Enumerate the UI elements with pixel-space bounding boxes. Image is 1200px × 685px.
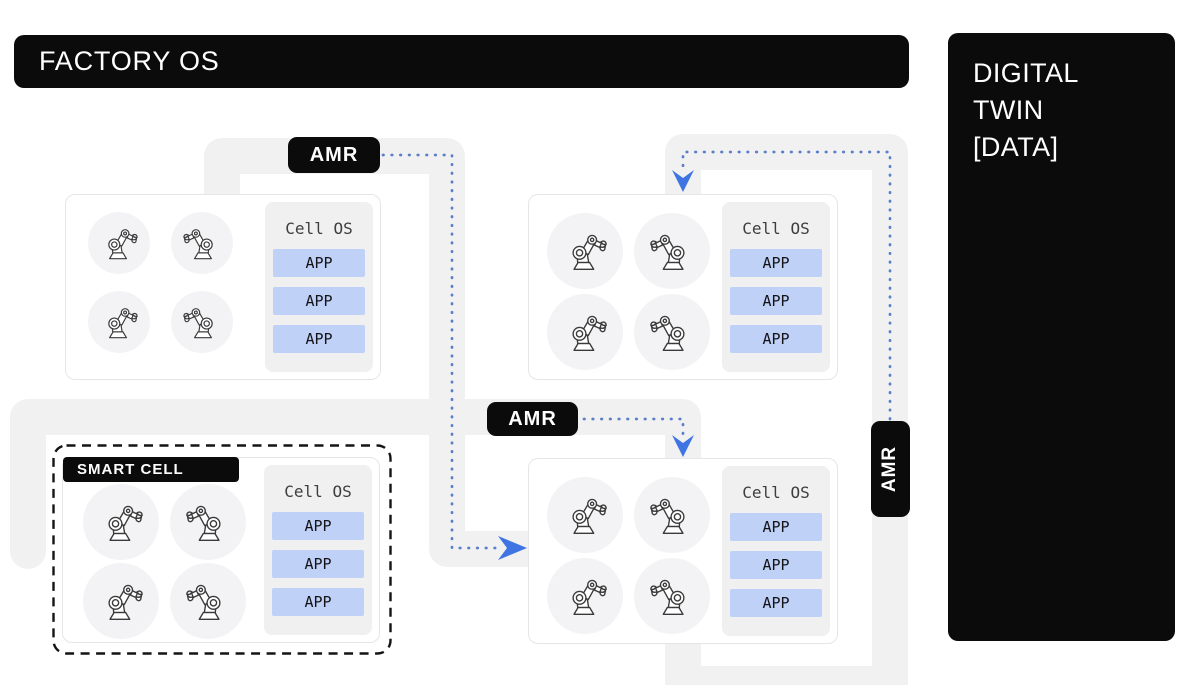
robot-arm-icon bbox=[99, 580, 143, 622]
robot-arm-icon bbox=[563, 230, 607, 272]
app-chip: APP bbox=[273, 287, 365, 315]
robot-slot bbox=[547, 477, 623, 553]
app-chip: APP bbox=[730, 513, 822, 541]
robot-slot bbox=[170, 563, 246, 639]
robot-arm-icon bbox=[186, 501, 230, 543]
robot-slot bbox=[88, 291, 150, 353]
robot-slot bbox=[171, 212, 233, 274]
app-chip: APP bbox=[730, 287, 822, 315]
robot-slot bbox=[634, 213, 710, 289]
cell-os-label: Cell OS bbox=[285, 219, 353, 238]
road-left-loop bbox=[204, 138, 551, 567]
robot-slot bbox=[547, 294, 623, 370]
amr-badge-label: AMR bbox=[309, 143, 359, 166]
cell-os-panel: Cell OS APP APP APP bbox=[722, 466, 830, 636]
smart-cell-outline bbox=[52, 444, 392, 655]
cell-os-panel: Cell OS APP APP APP bbox=[722, 202, 830, 372]
robot-arm-icon bbox=[99, 501, 143, 543]
app-chip: APP bbox=[730, 551, 822, 579]
app-chip: APP bbox=[273, 249, 365, 277]
amr-badge-label: AMR bbox=[508, 407, 557, 430]
amr-badge-middle: AMR bbox=[487, 402, 578, 436]
robot-slot bbox=[634, 294, 710, 370]
robot-slot bbox=[88, 212, 150, 274]
robot-arm-icon bbox=[563, 311, 607, 353]
app-chip: APP bbox=[730, 589, 822, 617]
robot-arm-icon bbox=[650, 230, 694, 272]
smart-cell-label: SMART CELL bbox=[77, 461, 184, 478]
cell-os-panel: Cell OS APP APP APP bbox=[264, 465, 372, 635]
cell-box-bottom-middle: Cell OS APP APP APP bbox=[528, 458, 838, 644]
robot-arm-icon bbox=[650, 311, 694, 353]
robot-slot bbox=[547, 213, 623, 289]
smart-cell-badge: SMART CELL bbox=[63, 457, 239, 482]
robot-arm-icon bbox=[183, 225, 221, 261]
factory-os-title-bar: FACTORY OS bbox=[14, 35, 909, 88]
robot-arm-icon bbox=[563, 575, 607, 617]
flow-arrow-icon bbox=[672, 435, 694, 457]
flow-arrow-icon bbox=[672, 170, 694, 192]
cell-os-label: Cell OS bbox=[742, 219, 810, 238]
robot-slot bbox=[634, 477, 710, 553]
cell-os-label: Cell OS bbox=[742, 483, 810, 502]
robot-slot bbox=[170, 484, 246, 560]
robot-slot bbox=[171, 291, 233, 353]
amr-badge-top: AMR bbox=[288, 137, 380, 173]
robot-slot bbox=[83, 484, 159, 560]
amr-badge-label: AMR bbox=[879, 445, 901, 493]
app-chip: APP bbox=[273, 325, 365, 353]
cell-box-top-left: Cell OS APP APP APP bbox=[65, 194, 381, 380]
robot-arm-icon bbox=[183, 304, 221, 340]
robot-arm-icon bbox=[100, 225, 138, 261]
app-chip: APP bbox=[272, 588, 364, 616]
digital-twin-line: [DATA] bbox=[973, 132, 1059, 162]
amr-route-1-dotted-line bbox=[381, 153, 498, 550]
factory-os-title: FACTORY OS bbox=[39, 46, 220, 76]
app-chip: APP bbox=[730, 325, 822, 353]
robot-arm-icon bbox=[563, 494, 607, 536]
robot-arm-icon bbox=[186, 580, 230, 622]
app-chip: APP bbox=[272, 512, 364, 540]
cell-box-smart-cell: Cell OS APP APP APP bbox=[62, 457, 380, 643]
flow-arrow-icon bbox=[498, 536, 527, 560]
robot-slot bbox=[83, 563, 159, 639]
robot-arm-icon bbox=[650, 494, 694, 536]
digital-twin-panel: DIGITAL TWIN [DATA] bbox=[948, 33, 1175, 641]
app-chip: APP bbox=[730, 249, 822, 277]
cell-box-top-right: Cell OS APP APP APP bbox=[528, 194, 838, 380]
amr-badge-right-vertical: AMR bbox=[871, 421, 910, 517]
robot-slot bbox=[547, 558, 623, 634]
app-chip: APP bbox=[272, 550, 364, 578]
robot-slot bbox=[634, 558, 710, 634]
robot-arm-icon bbox=[650, 575, 694, 617]
cell-os-label: Cell OS bbox=[284, 482, 352, 501]
robot-arm-icon bbox=[100, 304, 138, 340]
road-smartcell-row bbox=[10, 399, 701, 569]
digital-twin-line: DIGITAL bbox=[973, 58, 1079, 88]
cell-os-panel: Cell OS APP APP APP bbox=[265, 202, 373, 372]
digital-twin-line: TWIN bbox=[973, 95, 1044, 125]
